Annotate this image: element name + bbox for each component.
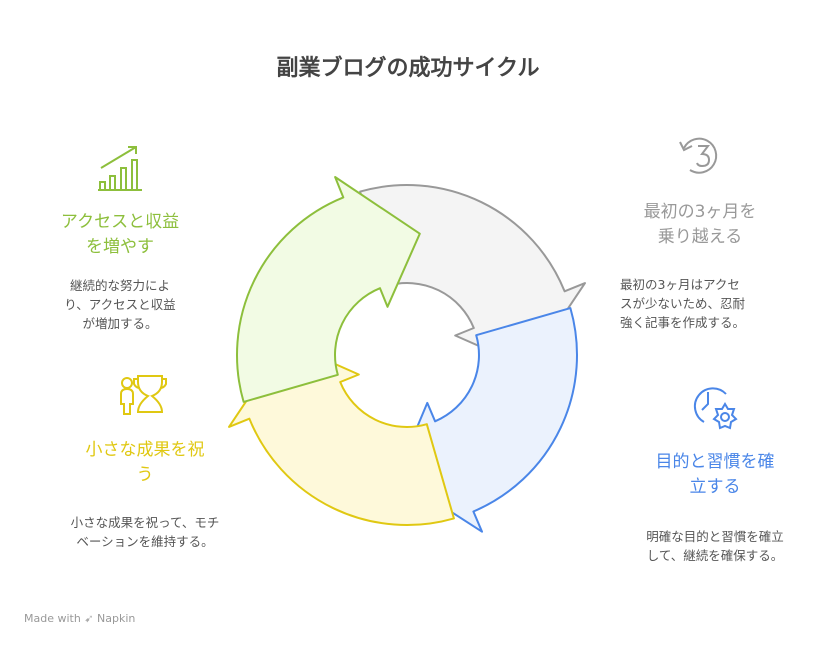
diagram-title: 副業ブログの成功サイクル: [276, 56, 540, 81]
clock-gear-icon: [693, 387, 738, 430]
restart-3-icon: [679, 137, 718, 174]
step-desc-celebrate: 小さな成果を祝って、モチベーションを維持する。: [70, 515, 220, 549]
step-desc-overcome: 最初の3ヶ月はアクセスが少ないため、忍耐強く記事を作成する。: [620, 277, 746, 330]
step-title-grow: アクセスと収益を増やす: [60, 212, 180, 257]
step-title-habit: 目的と習慣を確立する: [655, 452, 775, 497]
step-desc-grow: 継続的な努力により、アクセスと収益が増加する。: [64, 278, 176, 331]
cycle-arrow-grow: [236, 176, 421, 403]
growth-chart-icon: [98, 146, 142, 191]
step-desc-habit: 明確な目的と習慣を確立して、継続を確保する。: [646, 529, 784, 563]
footer-branding[interactable]: Made with ➹ Napkin: [24, 612, 136, 625]
step-title-overcome: 最初の3ヶ月を乗り越える: [643, 202, 757, 247]
person-trophy-icon: [120, 375, 167, 415]
step-title-celebrate: 小さな成果を祝う: [85, 440, 205, 485]
